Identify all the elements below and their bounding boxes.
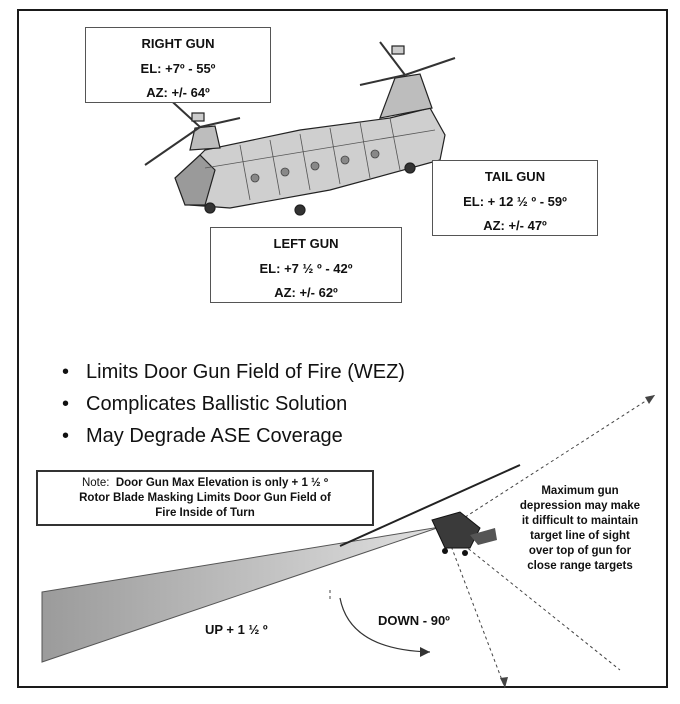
diagram-frame — [17, 9, 668, 688]
max-gun-line: depression may make — [519, 500, 641, 512]
down-depression-label: DOWN - 90º — [378, 613, 450, 628]
fire-lines — [329, 394, 656, 689]
max-gun-line: target line of sight — [530, 530, 630, 542]
bullet-item: Complicates Ballistic Solution — [62, 388, 405, 420]
up-elevation-label: UP + 1 ½ º — [205, 622, 268, 637]
note-prefix: Note: — [81, 477, 110, 489]
max-gun-line: close range targets — [527, 560, 633, 572]
max-gun-line: it difficult to maintain — [521, 515, 639, 527]
down-arc — [339, 597, 431, 653]
bullet-item: Limits Door Gun Field of Fire (WEZ) — [62, 356, 405, 388]
right-gun-box: RIGHT GUN EL: +7º - 55º AZ: +/- 64º — [85, 27, 271, 103]
bullet-item: May Degrade ASE Coverage — [62, 420, 405, 452]
tail-gun-azimuth: AZ: +/- 47º — [483, 218, 547, 234]
note-box: Note: Door Gun Max Elevation is only + 1… — [36, 470, 374, 526]
right-gun-title: RIGHT GUN — [141, 36, 215, 51]
left-gun-elevation: EL: +7 ½ º - 42º — [259, 260, 353, 276]
tail-gun-title: TAIL GUN — [484, 169, 546, 184]
bullet-list: Limits Door Gun Field of Fire (WEZ) Comp… — [62, 356, 405, 452]
left-gun-box: LEFT GUN EL: +7 ½ º - 42º AZ: +/- 62º — [210, 227, 402, 303]
small-helicopter — [339, 464, 521, 556]
tail-gun-box: TAIL GUN EL: + 12 ½ º - 59º AZ: +/- 47º — [432, 160, 598, 236]
left-gun-azimuth: AZ: +/- 62º — [274, 285, 338, 301]
max-gun-line: Maximum gun — [541, 485, 619, 497]
note-line-1: Door Gun Max Elevation is only + 1 ½ º — [115, 477, 329, 489]
right-gun-elevation: EL: +7º - 55º — [140, 60, 216, 76]
elevation-wedge — [41, 526, 441, 663]
left-gun-title: LEFT GUN — [273, 236, 339, 251]
chinook-illustration — [144, 41, 456, 216]
tail-gun-elevation: EL: + 12 ½ º - 59º — [463, 193, 567, 209]
max-gun-line: over top of gun for — [528, 545, 632, 557]
max-gun-depression-note: Maximum gun depression may make it diffi… — [505, 484, 655, 574]
right-gun-azimuth: AZ: +/- 64º — [146, 85, 210, 101]
note-line-2: Rotor Blade Masking Limits Door Gun Fiel… — [79, 492, 331, 504]
note-line-3: Fire Inside of Turn — [155, 507, 255, 519]
